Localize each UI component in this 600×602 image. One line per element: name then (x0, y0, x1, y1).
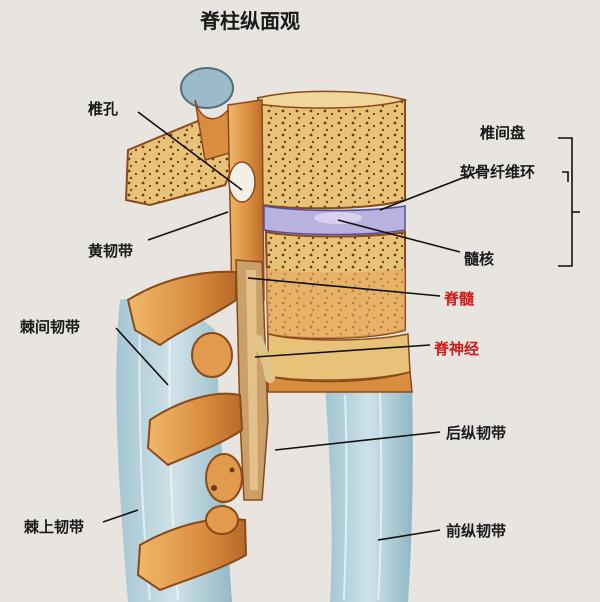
spinous-process-1 (126, 270, 237, 347)
articular-knob (180, 67, 234, 109)
upper-vertebral-body (256, 91, 406, 210)
label-annulus-fibrosus: 软骨纤维环 (460, 163, 536, 181)
label-vertebral-foramen: 椎孔 (88, 100, 119, 118)
lower-disc (267, 333, 411, 381)
label-ligamentum-flavum: 黄韧带 (88, 242, 134, 260)
label-interspinous-ligament: 棘间韧带 (20, 318, 81, 336)
vertebral-foramen-shape (228, 161, 256, 203)
anterior-longitudinal-ligament-shape (325, 385, 413, 602)
label-spinal-cord: 脊髓 (444, 290, 475, 308)
label-spinal-nerve: 脊神经 (434, 340, 480, 358)
label-supraspinous-ligament: 棘上韧带 (24, 518, 85, 536)
diagram-title: 脊柱纵面观 (200, 9, 300, 33)
leader-lines (102, 111, 580, 541)
nucleus-pulposus-shape (314, 212, 362, 224)
label-nucleus-pulposus: 髓核 (464, 250, 495, 268)
label-anterior-longitudinal-ligament: 前纵韧带 (446, 522, 507, 540)
spinous-process-3 (136, 517, 248, 592)
label-intervertebral-disc: 椎间盘 (480, 124, 526, 142)
spinous-process-2 (146, 392, 244, 467)
label-posterior-longitudinal-ligament: 后纵韧带 (446, 424, 507, 442)
